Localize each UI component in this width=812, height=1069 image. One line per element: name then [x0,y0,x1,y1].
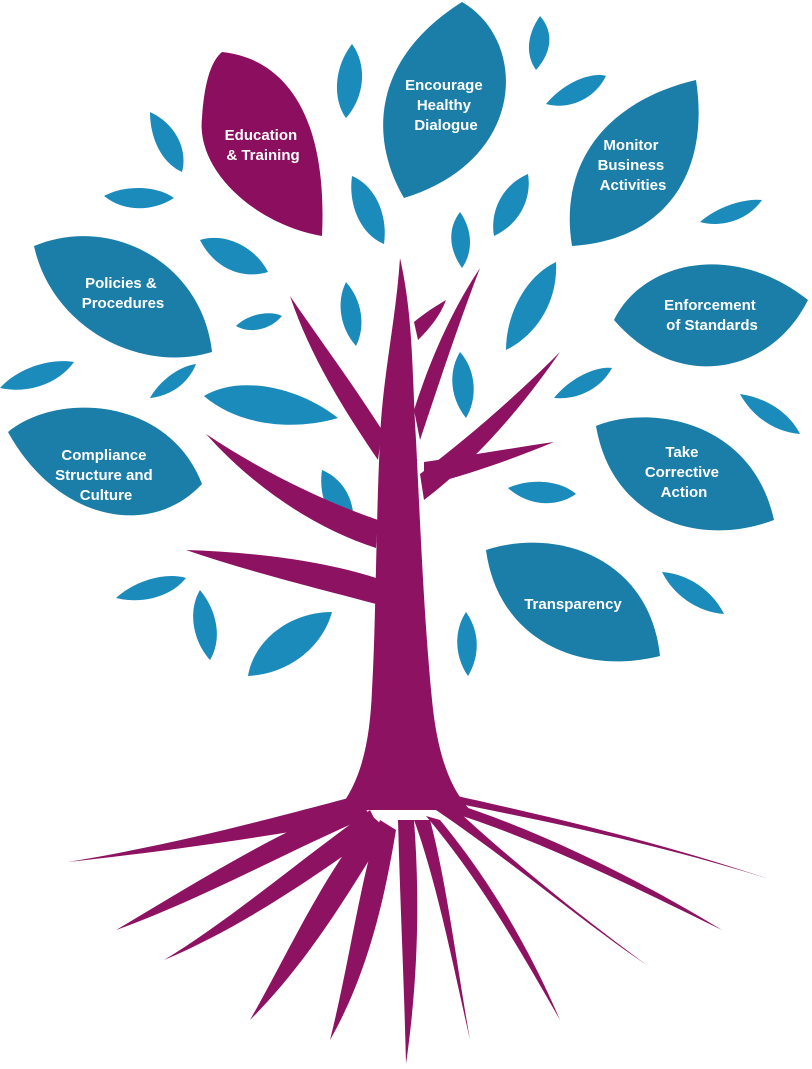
leaf-encourage-healthy-dialogue [383,2,506,198]
label-line: Corrective [645,464,719,481]
small-leaf [452,352,474,418]
branch-upper-twig [414,300,446,340]
root-mid-left [116,800,370,930]
label-compliance-structure-culture: Compliance Structure and Culture [55,447,157,504]
root-far-right [430,790,766,878]
root-mid-right [444,800,722,930]
small-leaf [508,481,576,504]
leaf-enforcement-of-standards [614,264,808,367]
label-encourage-healthy-dialogue: Encourage Healthy Dialogue [405,77,487,134]
label-policies-procedures: Policies & Procedures [82,275,165,312]
small-leaf [662,572,724,614]
small-leaf [351,176,385,244]
leaf-policies-procedures [34,236,212,358]
label-line: Monitor [603,137,658,154]
label-line: Healthy [417,97,472,114]
small-leaf [0,361,74,390]
small-leaf [700,199,762,224]
root-center [398,820,418,1064]
label-line: Business [598,157,665,174]
tree-trunk-and-roots [68,258,766,1064]
branch-right-upper [414,268,480,440]
branch-right-lower [424,442,554,486]
label-line: Culture [80,487,133,504]
label-line: Encourage [405,77,483,94]
branch-left-upper [290,296,382,460]
leaf-labels: Education & Training Encourage Healthy D… [55,77,760,613]
small-leaf [104,187,174,209]
trunk [338,258,470,810]
label-enforcement-of-standards: Enforcement of Standards [664,297,760,334]
small-leaf [528,16,550,70]
root-right-1 [436,800,648,966]
small-leaf [506,262,557,350]
label-line: Education [225,127,298,144]
label-line: Transparency [524,596,622,613]
small-leaf [150,364,196,398]
small-leaf [193,590,217,660]
small-leaf [116,576,186,601]
labelled-leaf-shapes [8,2,808,662]
leaf-take-corrective-action [596,417,774,531]
leaf-monitor-business-activities [569,80,699,246]
small-leaf [204,385,338,425]
small-leaf [248,612,332,676]
label-education-training: Education & Training [225,127,302,164]
label-line: Compliance [61,447,146,464]
label-line: Action [661,484,708,501]
label-line: Activities [600,177,667,194]
root-left-1 [164,810,380,960]
leaf-transparency [486,542,660,662]
label-take-corrective-action: Take Corrective Action [645,444,723,501]
label-line: Take [665,444,698,461]
label-line: Dialogue [414,117,477,134]
label-line: of Standards [666,317,758,334]
leaf-education-training [201,52,323,236]
label-line: Procedures [82,295,165,312]
small-leaf [150,112,184,172]
small-leaf [457,612,477,676]
small-leaf [554,367,612,399]
label-line: Enforcement [664,297,756,314]
decorative-leaves [0,16,800,676]
small-leaf [336,44,363,118]
small-leaf [740,394,800,434]
branch-left-lower [206,434,378,548]
small-leaf [451,212,470,268]
small-leaf [493,174,529,236]
label-line: Structure and [55,467,153,484]
small-leaf [546,75,606,106]
label-line: Policies & [85,275,157,292]
leaf-compliance-structure-culture [8,407,202,516]
label-monitor-business-activities: Monitor Business Activities [598,137,669,194]
small-leaf [236,313,282,331]
branch-left-side [186,550,376,604]
root-left-3 [330,820,396,1040]
small-leaf [340,282,362,346]
label-line: & Training [226,147,299,164]
label-transparency: Transparency [524,596,622,613]
root-left-2 [250,816,388,1020]
small-leaf [200,237,268,275]
